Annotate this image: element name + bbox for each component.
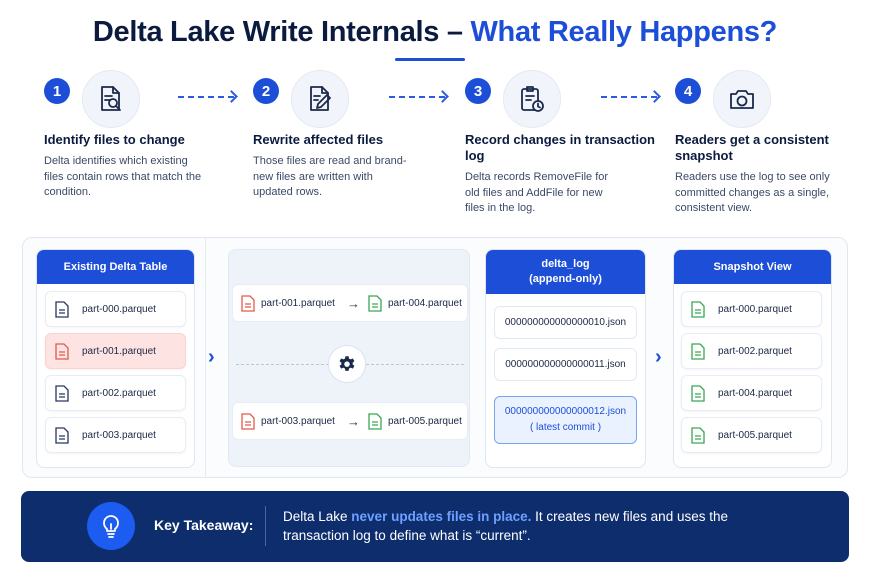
snapshot-file-item: part-002.parquet bbox=[681, 333, 822, 369]
file-icon bbox=[691, 384, 705, 402]
removed-file-icon bbox=[241, 294, 255, 312]
title-part-2: What Really Happens? bbox=[470, 16, 778, 48]
step-arrow bbox=[601, 96, 657, 98]
file-icon bbox=[55, 342, 69, 360]
step-heading: Identify files to change bbox=[44, 132, 185, 147]
gear-icon bbox=[328, 345, 366, 383]
key-takeaway-text: Delta Lake never updates files in place.… bbox=[283, 507, 733, 545]
takeaway-text-end: It creates new files and uses the transa… bbox=[283, 509, 728, 543]
step-description: Readers use the log to see only committe… bbox=[675, 171, 830, 214]
delta-log-header: delta_log (append-only) bbox=[486, 250, 645, 294]
step-arrow bbox=[389, 96, 445, 98]
step-description: Those files are read and brand-new files… bbox=[253, 155, 407, 198]
file-edit-icon bbox=[291, 70, 349, 128]
key-takeaway-banner bbox=[21, 491, 849, 562]
file-name: part-002.parquet bbox=[718, 345, 792, 357]
file-icon bbox=[691, 426, 705, 444]
chevron-right-icon: › bbox=[655, 346, 662, 368]
panel-divider bbox=[205, 238, 206, 478]
file-name: part-002.parquet bbox=[82, 387, 156, 399]
title-part-1: Delta Lake Write Internals – bbox=[92, 16, 463, 48]
title-underline bbox=[395, 58, 465, 61]
new-file-icon bbox=[368, 294, 382, 312]
log-entry-name: 000000000000000010.json bbox=[504, 317, 627, 328]
snapshot-file-item: part-005.parquet bbox=[681, 417, 822, 453]
chevron-right-icon: › bbox=[208, 346, 215, 368]
takeaway-divider bbox=[265, 506, 266, 546]
existing-table-header: Existing Delta Table bbox=[37, 250, 194, 284]
file-search-icon bbox=[82, 70, 140, 128]
log-entry: 000000000000000011.json bbox=[494, 348, 637, 381]
clipboard-clock-icon bbox=[503, 70, 561, 128]
snapshot-file-item: part-000.parquet bbox=[681, 291, 822, 327]
log-entry-name: 000000000000000012.json bbox=[504, 406, 627, 417]
file-name: part-004.parquet bbox=[718, 387, 792, 399]
camera-icon bbox=[713, 70, 771, 128]
step-arrow bbox=[178, 96, 234, 98]
file-item: part-000.parquet bbox=[45, 291, 186, 327]
rewrite-pair: part-001.parquet → part-004.parquet bbox=[232, 284, 468, 322]
file-name: part-003.parquet bbox=[82, 429, 156, 441]
takeaway-emphasis: never updates files in place. bbox=[351, 509, 532, 524]
page-title: Delta Lake Write Internals – What Really… bbox=[0, 16, 870, 49]
log-entry: 000000000000000010.json bbox=[494, 306, 637, 339]
file-icon bbox=[55, 426, 69, 444]
file-item: part-002.parquet bbox=[45, 375, 186, 411]
removed-file-icon bbox=[241, 412, 255, 430]
step-heading: Readers get a consistent snapshot bbox=[675, 132, 829, 163]
file-name: part-005.parquet bbox=[718, 429, 792, 441]
step-number: 3 bbox=[465, 78, 491, 104]
key-takeaway-label: Key Takeaway: bbox=[154, 517, 254, 533]
old-file-name: part-001.parquet bbox=[261, 297, 335, 309]
snapshot-file-item: part-004.parquet bbox=[681, 375, 822, 411]
step-description: Delta identifies which existing files co… bbox=[44, 155, 202, 198]
file-icon bbox=[691, 342, 705, 360]
new-file-icon bbox=[368, 412, 382, 430]
file-item: part-003.parquet bbox=[45, 417, 186, 453]
file-name: part-000.parquet bbox=[718, 303, 792, 315]
step-description: Delta records RemoveFile for old files a… bbox=[465, 171, 609, 214]
step-heading: Record changes in transaction log bbox=[465, 132, 655, 163]
lightbulb-icon bbox=[87, 502, 135, 550]
rewrite-pair: part-003.parquet → part-005.parquet bbox=[232, 402, 468, 440]
arrow-right-icon: → bbox=[346, 413, 360, 429]
file-item-highlighted: part-001.parquet bbox=[45, 333, 186, 369]
file-name: part-001.parquet bbox=[82, 345, 156, 357]
log-entry-latest: 000000000000000012.json ( latest commit … bbox=[494, 396, 637, 444]
arrow-right-icon: → bbox=[346, 295, 360, 311]
file-icon bbox=[55, 300, 69, 318]
latest-commit-note: ( latest commit ) bbox=[529, 422, 602, 433]
takeaway-text-start: Delta Lake bbox=[283, 509, 352, 524]
file-icon bbox=[691, 300, 705, 318]
delta-log-title: delta_log bbox=[541, 258, 590, 270]
new-file-name: part-004.parquet bbox=[387, 297, 462, 309]
snapshot-header: Snapshot View bbox=[674, 250, 831, 284]
delta-log-subtitle: (append-only) bbox=[529, 273, 602, 285]
step-number: 4 bbox=[675, 78, 701, 104]
step-heading: Rewrite affected files bbox=[253, 132, 384, 147]
step-number: 1 bbox=[44, 78, 70, 104]
file-icon bbox=[55, 384, 69, 402]
new-file-name: part-005.parquet bbox=[387, 415, 462, 427]
step-number: 2 bbox=[253, 78, 279, 104]
old-file-name: part-003.parquet bbox=[261, 415, 335, 427]
file-name: part-000.parquet bbox=[82, 303, 156, 315]
log-entry-name: 000000000000000011.json bbox=[505, 359, 626, 370]
